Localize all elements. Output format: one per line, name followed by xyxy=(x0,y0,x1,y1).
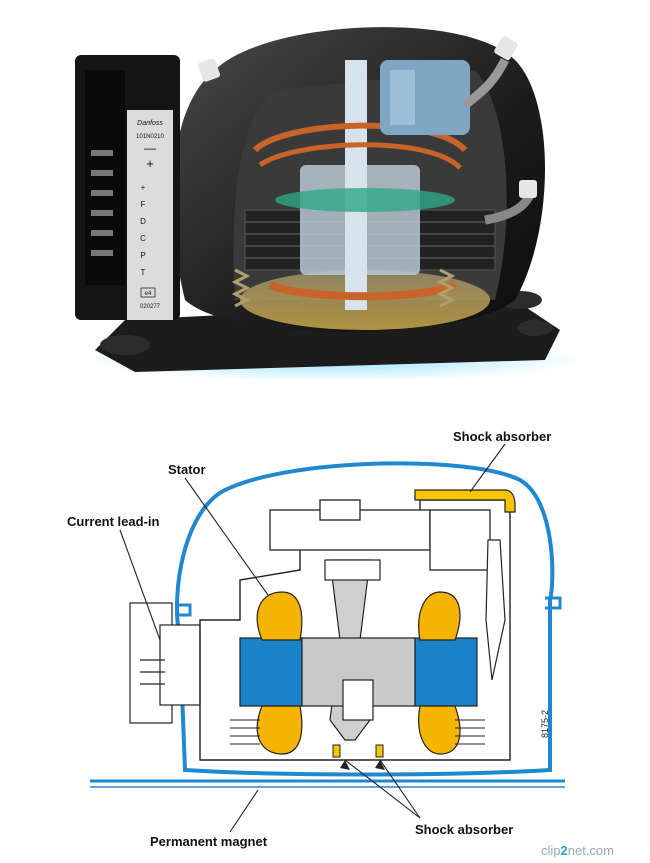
watermark: clip2net.com xyxy=(541,843,614,858)
copper-winding xyxy=(252,122,468,153)
bottom-shock-absorber xyxy=(332,744,341,758)
label-stator: Stator xyxy=(168,462,206,477)
stator-right xyxy=(414,637,478,707)
green-plate xyxy=(275,188,455,212)
mount-springs xyxy=(230,719,485,745)
stator-left xyxy=(239,637,303,707)
winding-left-top xyxy=(256,591,303,641)
plate-serial: 020277 xyxy=(140,304,161,310)
leader-shock-bottom-1 xyxy=(344,759,421,819)
compressor-cutaway-photo: Danfoss 101N0210 — + + F D C P T e4 0202… xyxy=(75,27,585,382)
leader-magnet xyxy=(229,789,259,833)
terminal-label: T xyxy=(141,268,146,277)
plate-plus: + xyxy=(146,156,154,171)
leader-stator xyxy=(184,477,269,596)
figure-code: 8175-2 xyxy=(540,709,550,738)
label-permanent-magnet: Permanent magnet xyxy=(150,834,268,849)
plate-mark: e4 xyxy=(145,291,152,297)
discharge-tube xyxy=(485,539,506,681)
bottom-shock-absorber xyxy=(375,744,384,758)
terminal-label: P xyxy=(140,251,145,260)
leader-shock-top xyxy=(469,443,506,493)
suction-tube xyxy=(462,57,510,109)
winding-left-bottom xyxy=(256,705,303,755)
compressor-section-diagram xyxy=(90,443,565,833)
shell-outline xyxy=(175,461,555,777)
label-current-lead-in: Current lead-in xyxy=(67,514,160,529)
terminal-label: F xyxy=(141,200,146,209)
plate-code: 101N0210 xyxy=(136,134,164,140)
terminal-label: + xyxy=(141,183,146,192)
label-shock-absorber-top: Shock absorber xyxy=(453,429,552,444)
winding-right-top xyxy=(418,591,461,641)
watermark-suffix: net.com xyxy=(567,843,614,858)
leader-shock-bottom-2 xyxy=(379,759,421,819)
terminal-label: D xyxy=(140,217,146,226)
watermark-mid: 2 xyxy=(560,843,568,858)
terminal-label: C xyxy=(140,234,146,243)
plate-minus: — xyxy=(144,141,156,155)
mount-springs xyxy=(231,268,456,308)
leader-current xyxy=(119,529,161,641)
terminal-plate xyxy=(127,110,173,320)
plate-brand: Danfoss xyxy=(137,120,163,127)
label-shock-absorber-bottom: Shock absorber xyxy=(415,822,514,837)
watermark-prefix: clip xyxy=(541,843,561,858)
top-shock-absorber xyxy=(414,489,516,513)
winding-right-bottom xyxy=(418,705,461,755)
foot-left xyxy=(100,335,150,355)
